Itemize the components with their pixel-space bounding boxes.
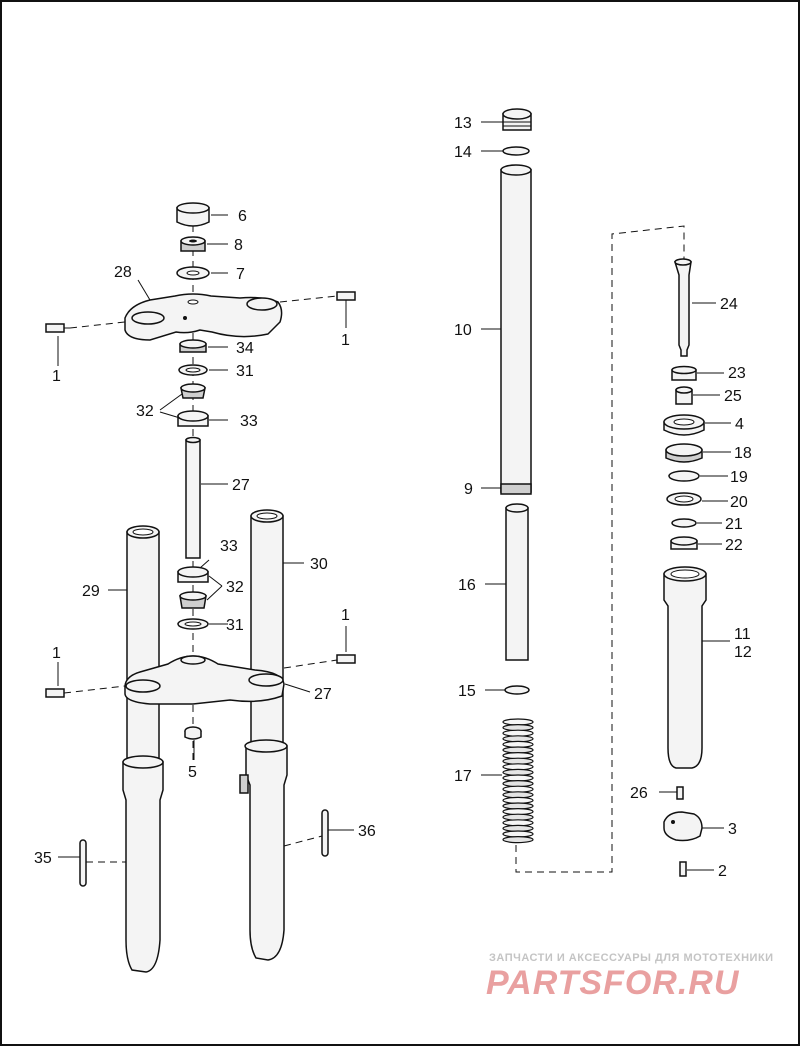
callout-8: 8 <box>234 237 243 254</box>
callout-6: 6 <box>238 208 247 225</box>
leaders-left <box>57 214 354 858</box>
part-28-upper-triple-clamp <box>124 293 283 341</box>
callout-28: 28 <box>114 264 132 281</box>
part-5-nut <box>184 726 202 740</box>
part-33-race-upper <box>177 410 209 427</box>
part-14-o-ring <box>502 146 530 156</box>
callout-30: 30 <box>310 556 328 573</box>
callout-13: 13 <box>454 115 472 132</box>
part-35-reflector <box>79 839 87 887</box>
callout-16: 16 <box>458 577 476 594</box>
part-24-damper-rod <box>673 258 692 357</box>
part-23-spring <box>671 365 697 381</box>
part-20-seal <box>666 492 702 506</box>
part-30-right-fork-tube <box>250 509 284 747</box>
callout-34: 34 <box>236 340 254 357</box>
callout-1: 1 <box>52 368 61 385</box>
part-32-bearing-upper <box>180 383 206 399</box>
callout-labels: 6 8 7 28 1 1 34 31 32 33 27 33 32 31 29 … <box>34 115 752 880</box>
callout-12: 12 <box>734 644 752 661</box>
callout-33: 33 <box>220 538 238 555</box>
part-1-bolt-upper-left <box>45 323 70 333</box>
callout-26: 26 <box>630 785 648 802</box>
callout-10: 10 <box>454 322 472 339</box>
callout-17: 17 <box>454 768 472 785</box>
part-27-steering-stem <box>185 436 201 559</box>
left-assembly <box>45 202 356 973</box>
callout-7: 7 <box>236 266 245 283</box>
callout-25: 25 <box>724 388 742 405</box>
callout-5: 5 <box>188 764 197 781</box>
part-21-washer <box>671 518 697 528</box>
part-8-nut <box>180 236 206 252</box>
callout-9: 9 <box>464 481 473 498</box>
part-7-washer <box>176 266 210 280</box>
callout-1: 1 <box>341 332 350 349</box>
callout-4: 4 <box>735 416 744 433</box>
callout-24: 24 <box>720 296 738 313</box>
callout-18: 18 <box>734 445 752 462</box>
callout-22: 22 <box>725 537 743 554</box>
callout-2: 2 <box>718 863 727 880</box>
part-right-fork-slider <box>239 739 288 961</box>
watermark-tagline: ЗАПЧАСТИ И АКСЕССУАРЫ ДЛЯ МОТОТЕХНИКИ <box>489 952 774 964</box>
part-10-fork-tube <box>500 164 532 495</box>
part-25-bushing <box>675 386 693 405</box>
part-32-bearing-lower <box>179 591 207 609</box>
part-31-seal-lower <box>177 618 209 630</box>
leaders-right <box>659 302 731 871</box>
callout-11: 11 <box>734 626 751 643</box>
callout-32: 32 <box>226 579 244 596</box>
right-column <box>659 258 731 877</box>
part-4-seal-holder <box>663 414 705 436</box>
callout-1: 1 <box>341 607 350 624</box>
part-15-washer <box>504 685 530 695</box>
leaders-middle <box>481 121 506 776</box>
callout-27: 27 <box>232 477 250 494</box>
part-19-retaining-ring <box>668 470 700 482</box>
callout-19: 19 <box>730 469 748 486</box>
part-1-bolt-lower-right <box>336 654 356 664</box>
part-16-spacer <box>505 503 529 661</box>
part-29-left-fork-tube <box>126 525 160 763</box>
callout-35: 35 <box>34 850 52 867</box>
callout-32: 32 <box>136 403 154 420</box>
callout-27: 27 <box>314 686 332 703</box>
callout-33: 33 <box>240 413 258 430</box>
callout-21: 21 <box>725 516 743 533</box>
part-31-seal-upper <box>178 364 208 376</box>
callout-31: 31 <box>226 617 244 634</box>
part-27-lower-triple-clamp <box>124 655 285 705</box>
part-11-12-fork-slider <box>663 566 707 769</box>
callout-14: 14 <box>454 144 472 161</box>
callout-23: 23 <box>728 365 746 382</box>
part-36-reflector <box>321 809 329 857</box>
callout-20: 20 <box>730 494 748 511</box>
watermark: ЗАПЧАСТИ И АКСЕССУАРЫ ДЛЯ МОТОТЕХНИКИ PA… <box>486 952 774 1002</box>
part-33-race-lower <box>177 566 209 583</box>
callout-3: 3 <box>728 821 737 838</box>
part-6-cap <box>176 202 210 227</box>
watermark-brand: PARTSFOR.RU <box>486 964 740 1002</box>
callout-29: 29 <box>82 583 100 600</box>
part-1-bolt-upper-right <box>336 291 356 301</box>
callout-36: 36 <box>358 823 376 840</box>
part-18-oil-seal <box>665 443 703 463</box>
part-34-adjuster-nut <box>179 339 207 353</box>
part-26-bolt <box>676 786 684 800</box>
callout-31: 31 <box>236 363 254 380</box>
callout-1: 1 <box>52 645 61 662</box>
middle-column <box>481 108 685 873</box>
part-2-screw <box>679 861 687 877</box>
part-left-fork-slider <box>122 755 164 973</box>
part-17-spring <box>502 718 534 844</box>
part-13-fork-cap <box>502 108 532 131</box>
part-1-bolt-lower-left <box>45 688 65 698</box>
callout-15: 15 <box>458 683 476 700</box>
part-3-axle-cap <box>663 811 703 842</box>
part-22-bushing <box>670 536 698 550</box>
spring-coil <box>502 835 534 844</box>
